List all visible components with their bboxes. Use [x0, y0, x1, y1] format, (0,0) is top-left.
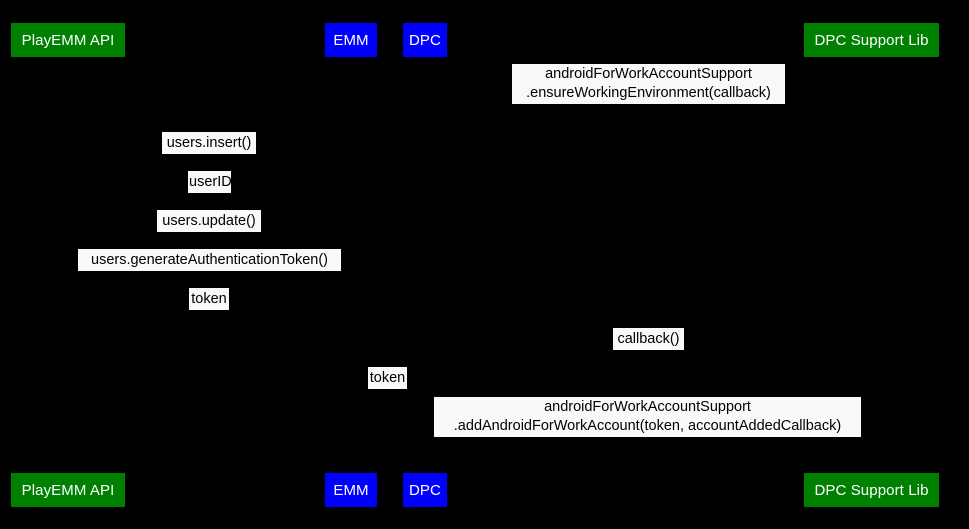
message-label-users-insert: users.insert(): [162, 132, 256, 154]
message-line: callback(): [617, 331, 680, 347]
lifeline-emm: [351, 57, 352, 473]
message-line: .addAndroidForWorkAccount(token, account…: [453, 418, 842, 434]
message-label-users-generate-authentication-token: users.generateAuthenticationToken(): [78, 249, 341, 271]
message-line: token: [191, 291, 227, 307]
message-line: .ensureWorkingEnvironment(callback): [526, 85, 771, 101]
participant-playemm-api[interactable]: PlayEMM API: [11, 23, 125, 57]
participant-emm[interactable]: EMM: [325, 473, 377, 507]
message-line: androidForWorkAccountSupport: [544, 399, 751, 415]
message-label-users-update: users.update(): [157, 210, 261, 232]
message-label-add-android-for-work-account: androidForWorkAccountSupport .addAndroidF…: [434, 397, 861, 437]
participant-dpc[interactable]: DPC: [403, 473, 447, 507]
participant-dpc-support-lib[interactable]: DPC Support Lib: [804, 473, 939, 507]
message-line: users.insert(): [166, 135, 252, 151]
participant-dpc-support-lib[interactable]: DPC Support Lib: [804, 23, 939, 57]
message-label-callback: callback(): [613, 328, 684, 350]
lifeline-dpc-support-lib: [872, 57, 873, 473]
message-label-user-id: userID: [188, 171, 232, 193]
participant-emm[interactable]: EMM: [325, 23, 377, 57]
message-line: userID: [189, 174, 232, 190]
lifeline-playemm-api: [68, 57, 69, 473]
participant-dpc[interactable]: DPC: [403, 23, 447, 57]
message-label-token-to-dpc: token: [368, 367, 407, 389]
message-line: users.generateAuthenticationToken(): [91, 252, 328, 268]
message-line: users.update(): [162, 213, 256, 229]
message-line: androidForWorkAccountSupport: [545, 66, 752, 82]
participant-playemm-api[interactable]: PlayEMM API: [11, 473, 125, 507]
message-line: token: [369, 370, 406, 386]
message-label-token-to-emm: token: [189, 288, 229, 310]
lifeline-dpc: [425, 57, 426, 473]
message-label-ensure-working-environment: androidForWorkAccountSupport .ensureWorki…: [512, 64, 785, 104]
